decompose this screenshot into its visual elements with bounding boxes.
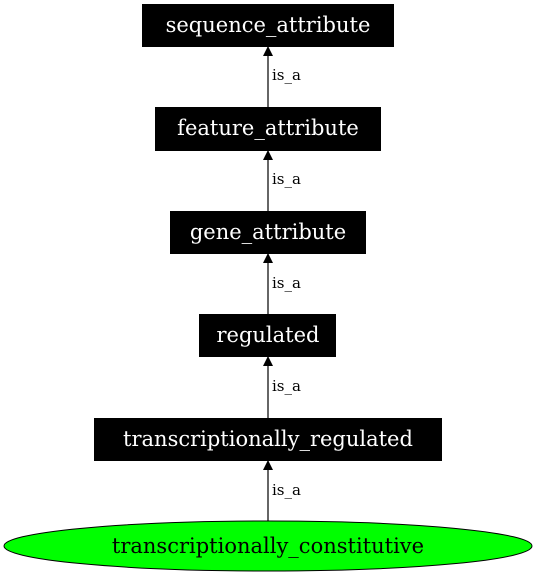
edges: is_a is_a is_a is_a is_a — [263, 46, 301, 521]
edge-label: is_a — [272, 170, 301, 188]
node-box — [94, 418, 442, 461]
node-label: transcriptionally_constitutive — [112, 534, 424, 558]
node-box — [142, 4, 394, 47]
node-sequence-attribute[interactable]: sequence_attribute — [142, 4, 394, 47]
edge-feature-to-sequence: is_a — [263, 46, 301, 107]
edge-constitutive-to-transcriptionally-regulated: is_a — [263, 460, 301, 521]
node-transcriptionally-constitutive[interactable]: transcriptionally_constitutive — [3, 520, 533, 572]
edge-transcriptionally-regulated-to-regulated: is_a — [263, 356, 301, 418]
edge-label: is_a — [272, 481, 301, 499]
node-box — [170, 211, 366, 254]
edge-label: is_a — [272, 274, 301, 292]
node-label: sequence_attribute — [166, 13, 371, 37]
node-gene-attribute[interactable]: gene_attribute — [170, 211, 366, 254]
node-box — [199, 314, 336, 357]
edge-label: is_a — [272, 66, 301, 84]
edge-label: is_a — [272, 377, 301, 395]
node-box — [155, 107, 381, 151]
edge-regulated-to-gene: is_a — [263, 253, 301, 314]
node-transcriptionally-regulated[interactable]: transcriptionally_regulated — [94, 418, 442, 461]
node-label: gene_attribute — [190, 220, 346, 244]
node-feature-attribute[interactable]: feature_attribute — [155, 107, 381, 151]
node-label: regulated — [217, 323, 320, 347]
node-ellipse — [3, 520, 533, 572]
node-label: feature_attribute — [177, 116, 359, 140]
nodes: sequence_attribute feature_attribute gen… — [3, 4, 533, 572]
edge-gene-to-feature: is_a — [263, 150, 301, 211]
node-label: transcriptionally_regulated — [123, 427, 413, 451]
node-regulated[interactable]: regulated — [199, 314, 336, 357]
